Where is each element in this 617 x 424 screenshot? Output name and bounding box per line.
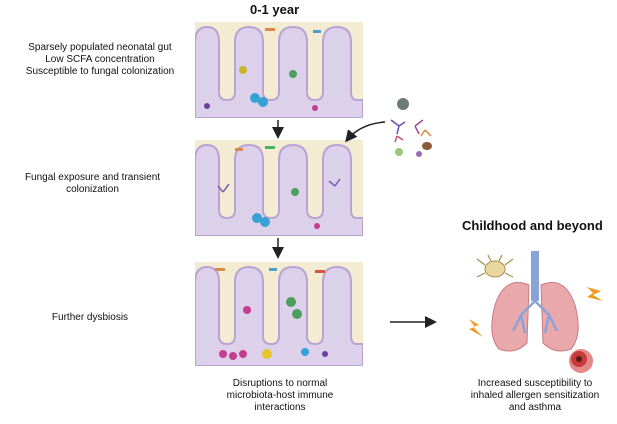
gut-panel-2 (195, 140, 363, 236)
gut-panel-3 (195, 262, 363, 366)
intestinal-villi-illustration (195, 140, 363, 236)
bottom-caption: Disruptions to normal microbiota-host im… (226, 378, 334, 413)
stage-2-label: Fungal exposure and transient colonizati… (24, 172, 161, 195)
right-title: Childhood and beyond (462, 218, 603, 233)
lightning-bolt-icon (587, 287, 603, 301)
fungal-spores-icon (390, 98, 432, 157)
stage-3-label: Further dysbiosis (51, 312, 129, 323)
inflamed-airway-icon (569, 349, 593, 373)
lightning-bolt-icon (469, 319, 483, 337)
right-caption: Increased susceptibility to inhaled alle… (470, 378, 600, 413)
dust-mite-icon (476, 254, 514, 278)
gut-panel-1 (195, 22, 363, 118)
intestinal-villi-illustration (195, 22, 363, 118)
header-title: 0-1 year (250, 2, 300, 17)
intestinal-villi-illustration (195, 262, 363, 366)
stage-1-label: Sparsely populated neonatal gut Low SCFA… (25, 42, 175, 77)
lungs-icon (469, 251, 603, 373)
arrow-icon (345, 121, 386, 143)
